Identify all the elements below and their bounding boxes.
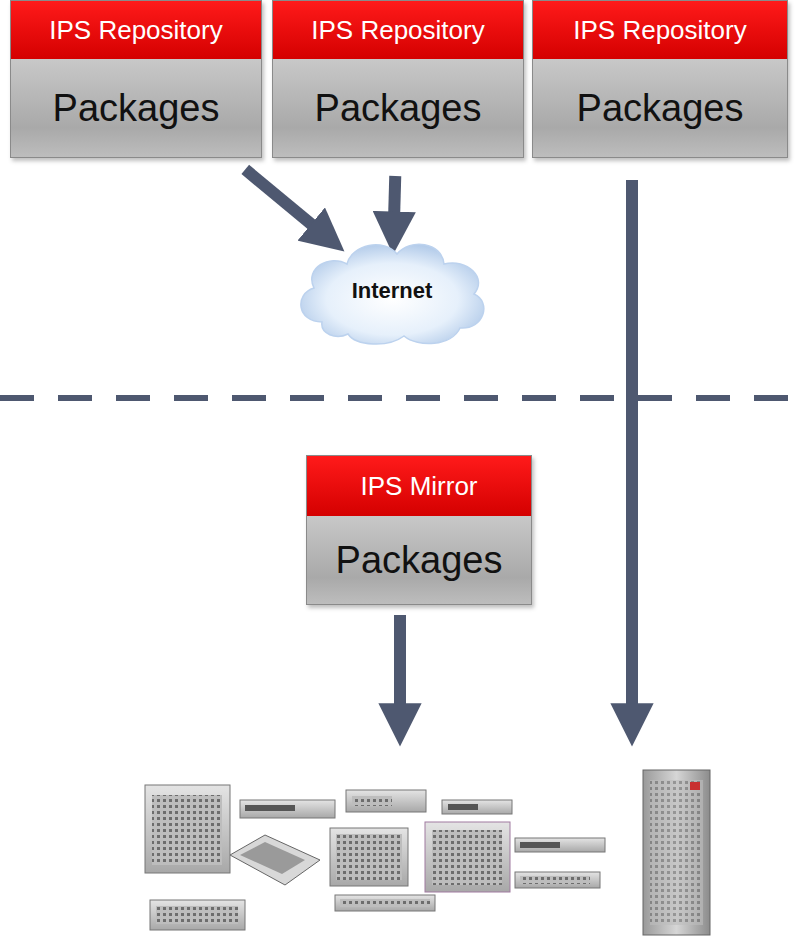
repository-box: IPS MirrorPackages [306, 455, 532, 605]
package-panel: Packages [533, 59, 787, 157]
repository-title: IPS Repository [311, 16, 484, 44]
repository-header: IPS Repository [533, 1, 787, 59]
repository-title: IPS Repository [49, 16, 222, 44]
package-label: Packages [577, 86, 744, 130]
package-label: Packages [53, 86, 220, 130]
repository-header: IPS Repository [273, 1, 523, 59]
flow-arrow [394, 615, 406, 712]
flow-arrow [626, 180, 638, 712]
server-hardware [145, 770, 710, 935]
package-label: Packages [336, 538, 503, 582]
package-panel: Packages [307, 516, 531, 604]
network-boundary [0, 395, 808, 401]
flow-arrow [245, 169, 318, 229]
repository-title: IPS Mirror [361, 472, 478, 500]
package-panel: Packages [273, 59, 523, 157]
repository-title: IPS Repository [573, 16, 746, 44]
repository-header: IPS Mirror [307, 456, 531, 516]
package-label: Packages [315, 86, 482, 130]
repository-box: IPS RepositoryPackages [10, 0, 262, 158]
flow-arrow [394, 176, 395, 220]
repository-box: IPS RepositoryPackages [532, 0, 788, 158]
cloud-node: Internet [292, 232, 492, 350]
repository-header: IPS Repository [11, 1, 261, 59]
repository-box: IPS RepositoryPackages [272, 0, 524, 158]
cloud-label: Internet [352, 278, 433, 304]
package-panel: Packages [11, 59, 261, 157]
